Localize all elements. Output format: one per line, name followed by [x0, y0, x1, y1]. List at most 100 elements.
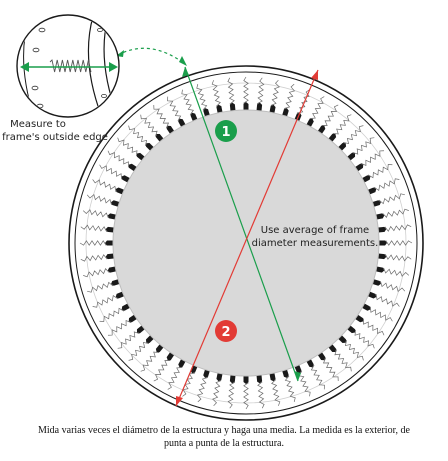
measure-line-green	[182, 66, 301, 382]
spring	[383, 240, 413, 246]
mat-clip	[378, 226, 387, 233]
detail-connector	[117, 47, 186, 65]
spring	[271, 378, 281, 406]
mat-clip	[243, 376, 249, 384]
spring	[182, 370, 195, 397]
mat-clip	[282, 108, 289, 117]
badge-2-circle	[215, 320, 237, 342]
spring	[367, 164, 393, 179]
spring	[153, 357, 171, 382]
mat-clip	[105, 240, 113, 246]
frame-inner-ring	[74, 71, 418, 415]
callout-line1: Measure to	[10, 119, 66, 130]
clips-group	[105, 102, 387, 384]
mat-clip	[121, 303, 130, 311]
mat-clip	[111, 279, 120, 286]
mat-clip	[256, 102, 263, 111]
mat-clip	[229, 375, 236, 384]
spring	[227, 380, 236, 409]
mat-clip	[203, 108, 210, 117]
springs-group	[79, 76, 413, 410]
spring	[87, 281, 115, 293]
spring	[107, 150, 132, 168]
mat-clip	[367, 187, 377, 195]
mat-clip	[294, 364, 302, 374]
spring	[321, 104, 339, 129]
mat-clip	[203, 369, 210, 378]
spring	[377, 193, 405, 205]
mat-clip	[362, 175, 371, 183]
mat-clip	[379, 240, 387, 246]
spring	[92, 179, 119, 192]
spring	[360, 150, 385, 167]
spring	[227, 77, 235, 106]
spring	[181, 89, 194, 116]
spring	[322, 357, 339, 382]
mat-clip	[107, 213, 117, 220]
spring	[153, 104, 170, 129]
mat-clip	[372, 200, 381, 207]
mat-clip	[375, 266, 385, 273]
spring	[80, 254, 109, 262]
center-note-line1: Use average of frame	[261, 225, 369, 236]
badge-1-label: 1	[221, 125, 230, 140]
spring	[343, 340, 364, 361]
spring	[167, 96, 182, 122]
mat-clip	[111, 200, 120, 207]
spring	[343, 125, 364, 146]
frame-detail-icon	[16, 14, 120, 118]
mat-clip	[256, 375, 263, 384]
spring	[167, 364, 183, 390]
spring	[128, 125, 149, 146]
spring	[381, 267, 410, 277]
spring	[333, 349, 352, 372]
mat-clip	[306, 359, 314, 368]
mat-clip	[362, 303, 371, 311]
connector-arrow-right	[179, 56, 187, 66]
spring-ring-outer	[85, 82, 407, 404]
spring	[80, 224, 109, 233]
mat-clip	[216, 104, 223, 114]
spring	[243, 380, 249, 410]
spring	[383, 224, 412, 232]
jump-mat	[112, 109, 380, 377]
spring	[212, 378, 222, 407]
badge-1: 1	[215, 120, 237, 142]
spring	[257, 380, 265, 409]
spring	[381, 208, 409, 218]
mat-clip	[178, 118, 186, 127]
spring	[140, 349, 160, 372]
mat-clip	[375, 213, 385, 220]
spring	[92, 295, 119, 308]
spring	[140, 114, 159, 137]
spring	[82, 209, 111, 219]
spring-icon	[49, 59, 92, 73]
mat-clip	[269, 372, 276, 382]
callout-line2: frame's outside edge	[2, 132, 108, 143]
mat-clip	[216, 372, 223, 382]
mat-clip	[105, 226, 114, 233]
spring	[128, 340, 149, 361]
mat-clip	[269, 104, 276, 114]
center-note-line2: diameter measurements.	[252, 238, 379, 249]
spring	[196, 374, 209, 403]
spring	[256, 77, 265, 106]
mat-clip	[121, 175, 130, 183]
spring	[86, 193, 115, 206]
mat-clip	[178, 359, 186, 368]
spring	[332, 114, 352, 137]
spring	[352, 137, 375, 156]
caption: Mida varias veces el diámetro de la estr…	[38, 425, 410, 449]
spring	[297, 89, 310, 116]
spring	[211, 80, 221, 108]
spring	[270, 79, 280, 108]
spring	[196, 84, 208, 112]
spring	[243, 76, 249, 106]
mat-clip	[115, 187, 125, 195]
mat-clip	[378, 253, 387, 260]
spring	[283, 83, 296, 112]
spring	[360, 318, 385, 336]
spring	[383, 253, 412, 262]
